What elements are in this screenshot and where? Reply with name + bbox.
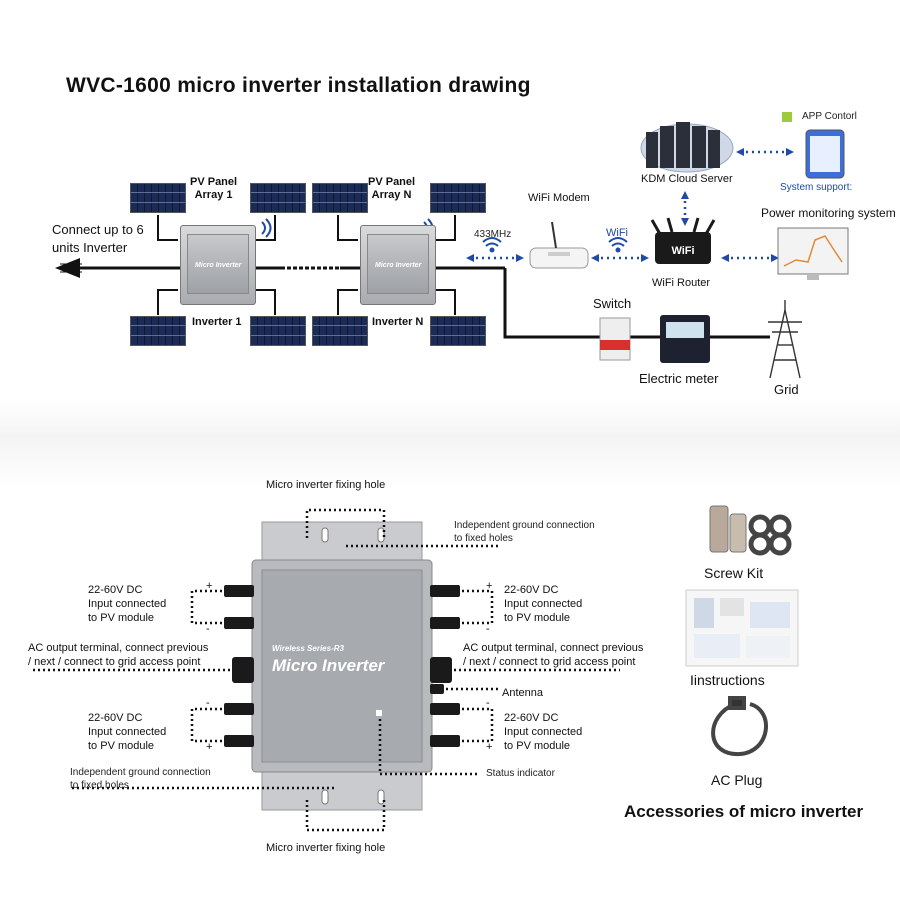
pv-array-n-label: PV Panel Array N — [368, 176, 416, 201]
bottom-mounting-flange — [261, 769, 423, 811]
system-support-label: System support: — [780, 182, 853, 193]
wifi-icon-433 — [482, 237, 502, 253]
product-text: Micro Inverter — [272, 656, 386, 675]
app-control-label: APP Contorl — [802, 111, 857, 122]
ac-plug-label: AC Plug — [711, 772, 763, 788]
monitor-device — [777, 227, 849, 280]
pv-panel — [430, 183, 486, 213]
inverter-1-label: Inverter 1 — [192, 316, 242, 328]
ac-right-label: AC output terminal, connect previous / n… — [463, 642, 644, 668]
electric-meter-label: Electric meter — [639, 371, 719, 386]
dc-in-tl-label: 22-60V DC Input connected to PV module — [88, 584, 167, 624]
power-monitoring-label: Power monitoring system — [761, 206, 896, 220]
inverter-n-brand: Micro Inverter — [375, 262, 422, 269]
minus-bl: - — [206, 697, 210, 709]
plus-bl: + — [206, 741, 213, 753]
pv-panel — [130, 183, 186, 213]
minus-br: - — [486, 697, 490, 709]
wireless-arrowheads — [466, 148, 794, 262]
pv-panel — [312, 183, 368, 213]
grid-label: Grid — [774, 382, 799, 397]
ground-bottom-label: Independent ground connection to fixed h… — [70, 767, 211, 791]
wifi-modem-device — [529, 221, 589, 269]
wifi-icon-inv1 — [261, 218, 272, 238]
inverter-n-label: Inverter N — [372, 316, 424, 328]
dc-in-tr-label: 22-60V DC Input connected to PV module — [504, 584, 583, 624]
plus-tr: + — [486, 580, 493, 592]
wireless-links — [470, 150, 790, 260]
plus-br: + — [486, 741, 493, 753]
freq-433-label: 433MHz — [474, 229, 512, 240]
minus-tl: - — [206, 623, 210, 635]
wifi-router-device: WiFi — [650, 217, 716, 264]
pv-panel — [430, 316, 486, 346]
dc-in-br-label: 22-60V DC Input connected to PV module — [504, 712, 583, 752]
minus-tr: - — [486, 623, 490, 635]
page-title: WVC-1600 micro inverter installation dra… — [66, 74, 531, 97]
screw-kit-label: Screw Kit — [704, 565, 764, 581]
status-indicator-label: Status indicator — [486, 768, 555, 779]
wifi-icon-modem — [608, 237, 628, 253]
svg-text:WiFi: WiFi — [671, 245, 694, 257]
series-text: Wireless Series-R3 — [272, 644, 345, 653]
pv-panel — [312, 316, 368, 346]
inverter-detail-diagram: Wireless Series-R3 Micro Inverter — [30, 508, 620, 832]
array1-wires — [157, 215, 456, 315]
kdm-cloud-label: KDM Cloud Server — [641, 173, 733, 185]
ac-arrow-left — [55, 258, 80, 278]
fixing-hole-top-label: Micro inverter fixing hole — [266, 479, 386, 491]
antenna-label: Antenna — [502, 687, 543, 699]
wifi-router-label: WiFi Router — [652, 277, 711, 289]
switch-device — [599, 317, 631, 361]
plus-tl: + — [206, 580, 213, 592]
inverter-1-brand: Micro Inverter — [195, 262, 242, 269]
callout-lines — [30, 508, 620, 832]
wifi-label: WiFi — [606, 227, 628, 239]
instructions-label: Iinstructions — [690, 672, 765, 688]
left-connectors — [224, 585, 254, 747]
grid-feed-line — [503, 268, 600, 339]
accessories-illustration — [685, 505, 799, 757]
connect-note: Connect up to 6 units Inverter — [52, 222, 144, 255]
pv-array-1-label: PV Panel Array 1 — [190, 176, 238, 201]
instructions-icon — [685, 589, 799, 667]
wifi-modem-label: WiFi Modem — [528, 192, 590, 204]
pv-panel — [250, 183, 306, 213]
inverter-n-unit: Micro Inverter — [360, 225, 436, 305]
cloud-server-device — [640, 122, 734, 173]
ground-top-label: Independent ground connection to fixed h… — [454, 520, 595, 544]
grid-tower-icon — [768, 300, 802, 379]
fixing-hole-bottom-label: Micro inverter fixing hole — [266, 842, 386, 854]
pv-panel — [130, 316, 186, 346]
right-connectors — [430, 585, 460, 747]
watermark-band — [0, 400, 900, 490]
electric-meter-device — [660, 315, 710, 363]
accessories-heading: Accessories of micro inverter — [624, 802, 864, 821]
screw-kit-icon — [709, 505, 792, 556]
ac-left-label: AC output terminal, connect previous / n… — [28, 642, 209, 668]
dc-in-bl-label: 22-60V DC Input connected to PV module — [88, 712, 167, 752]
status-led — [376, 710, 382, 716]
top-mounting-flange — [261, 521, 423, 563]
switch-label: Switch — [593, 296, 632, 311]
pv-panel — [250, 316, 306, 346]
ac-plug-icon — [711, 696, 768, 757]
phone-device — [782, 112, 845, 179]
system-wiring-diagram: WiFi — [55, 112, 849, 379]
inverter-1-unit: Micro Inverter — [180, 225, 256, 305]
